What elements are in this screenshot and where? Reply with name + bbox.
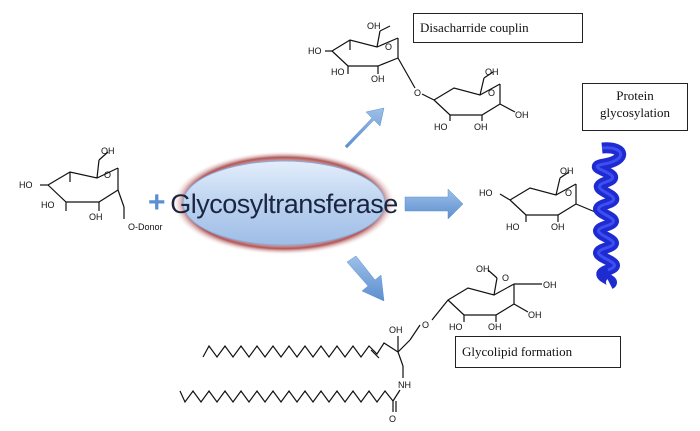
disacch-oh-3: OH xyxy=(485,67,499,77)
protein-ho-1: HO xyxy=(479,188,493,198)
ceramide-nh-label: NH xyxy=(398,380,411,390)
enzyme-ellipse: Glycosyltransferase xyxy=(170,151,398,255)
disaccharide-label-text: Disacharride couplin xyxy=(420,20,529,35)
glycolipid-sugar: OH O OH OH HO OH O xyxy=(422,264,557,332)
protein-oh-2: OH xyxy=(551,222,565,232)
glyco-oh-2: OH xyxy=(543,280,557,290)
disacch-oh-4: OH xyxy=(515,110,529,120)
donor-ho-label: HO xyxy=(19,180,33,190)
disacch-ring-o-1: O xyxy=(385,42,392,52)
donor-ho-bottom-label: HO xyxy=(41,200,55,210)
disacch-ho-1: HO xyxy=(308,46,322,56)
donor-ring-o-label: O xyxy=(104,170,111,180)
glyco-oh-1: OH xyxy=(476,264,490,274)
ceramide-chains: OH NH O xyxy=(179,324,421,424)
glyco-oh-3: OH xyxy=(528,310,542,320)
ceramide-oh-label: OH xyxy=(389,325,403,335)
disacch-oh-1: OH xyxy=(367,21,381,31)
protein-label-line1: Protein xyxy=(616,88,654,103)
glycolipid-label-text: Glycolipid formation xyxy=(462,344,573,359)
glyco-oh-4: OH xyxy=(488,322,502,332)
disacch-ho-2: HO xyxy=(331,67,345,77)
protein-ho-2: HO xyxy=(506,222,520,232)
protein-glycosylation-label: Protein glycosylation xyxy=(582,83,688,131)
disaccharide-coupling-label: Disacharride couplin xyxy=(413,13,583,43)
protein-oh-1: OH xyxy=(560,166,574,176)
arrow-to-glycolipid xyxy=(346,255,385,302)
donor-sugar: OH HO HO OH O O-Donor xyxy=(19,146,163,232)
donor-oh-label: OH xyxy=(101,146,115,156)
disacch-link-o: O xyxy=(414,88,421,98)
ceramide-carbonyl-o: O xyxy=(389,414,396,424)
enzyme-label: Glycosyltransferase xyxy=(170,189,398,219)
protein-helix xyxy=(591,142,627,289)
glyco-ho-1: HO xyxy=(449,322,463,332)
protein-label-line2: glycosylation xyxy=(599,105,671,120)
disacch-ho-3: HO xyxy=(434,122,448,132)
glycolipid-formation-label: Glycolipid formation xyxy=(455,336,621,368)
arrow-to-disaccharide xyxy=(344,107,385,149)
protein-sugar: OH HO HO OH O xyxy=(479,166,601,232)
glyco-link-o: O xyxy=(422,320,429,330)
donor-oh-bottom-label: OH xyxy=(89,212,103,222)
glyco-ring-o: O xyxy=(502,273,509,283)
plus-sign: + xyxy=(148,186,166,219)
disacch-ring-o-2: O xyxy=(488,88,495,98)
donor-substituent-label: O-Donor xyxy=(128,222,163,232)
disacch-oh-2: OH xyxy=(371,74,385,84)
disaccharide-structure: OH HO HO OH O O OH O OH HO OH xyxy=(308,21,529,132)
protein-ring-o: O xyxy=(565,188,572,198)
disacch-oh-5: OH xyxy=(474,122,488,132)
arrow-to-protein xyxy=(404,188,464,220)
